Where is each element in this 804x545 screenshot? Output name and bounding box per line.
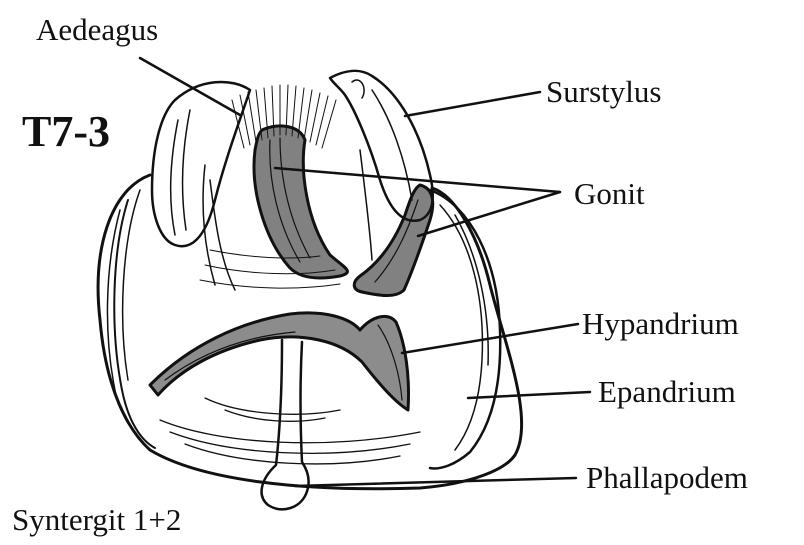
- epandrium-shape: [430, 190, 500, 468]
- leader-aedeagus: [140, 58, 240, 115]
- leader-phallapodem: [295, 478, 576, 486]
- specimen-id-label: T7-3: [22, 110, 110, 154]
- label-surstylus: Surstylus: [546, 76, 661, 107]
- leader-epandrium: [468, 392, 590, 398]
- basal-rings: [160, 398, 420, 464]
- hypandrium-shape: [150, 313, 409, 410]
- label-epandrium: Epandrium: [598, 376, 736, 407]
- leader-hypandrium: [402, 324, 578, 353]
- label-syntergit: Syntergit 1+2: [12, 504, 181, 535]
- leader-gonit-2: [418, 192, 560, 236]
- capsule-inner-rim: [114, 200, 155, 448]
- left-surstylus-shape: [152, 82, 250, 246]
- label-aedeagus: Aedeagus: [36, 14, 158, 45]
- left-gonit-shape: [254, 126, 347, 278]
- label-phallapodem: Phallapodem: [586, 462, 748, 493]
- label-hypandrium: Hypandrium: [582, 308, 739, 339]
- leader-surstylus: [405, 92, 540, 116]
- label-gonit: Gonit: [574, 178, 645, 209]
